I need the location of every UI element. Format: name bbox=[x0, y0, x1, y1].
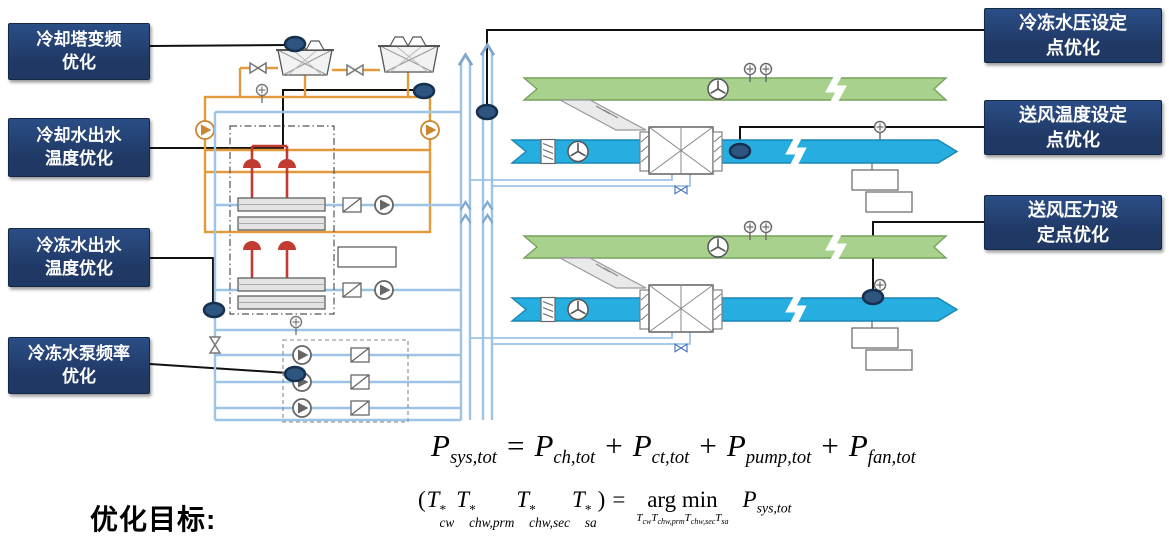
coil-valve-icon bbox=[674, 185, 688, 195]
condenser-temp-sensor bbox=[255, 83, 269, 104]
supply-fan-icon bbox=[567, 140, 589, 163]
callout-chw-pressure-setpoint: 冷冻水压设定 点优化 bbox=[984, 8, 1162, 63]
chiller-2 bbox=[237, 241, 326, 310]
argmin-operator: arg min Tcw Tchw,prm Tchw,sec Tsa bbox=[636, 487, 729, 527]
tower-valve-2 bbox=[346, 64, 364, 76]
marker-chw-pressure bbox=[475, 103, 499, 121]
marker-supply-air-pressure bbox=[861, 288, 885, 306]
objective-label: 优化目标: bbox=[90, 504, 217, 535]
check-valve-chw-1 bbox=[342, 197, 362, 213]
return-branch-duct bbox=[559, 99, 647, 131]
callout-connectors bbox=[149, 29, 985, 374]
marker-cooling-tower bbox=[283, 35, 307, 53]
duct-pressure-sensor-icon bbox=[873, 120, 887, 141]
condenser-pump-1 bbox=[195, 120, 215, 140]
callout-cooling-water-outlet-temp: 冷却水出水 温度优化 bbox=[8, 118, 150, 177]
objective-formula-argmin: ( T*cw T*chw,prm T*chw,sec T*sa ) = arg … bbox=[418, 487, 792, 530]
chilled-water-piping bbox=[213, 52, 494, 422]
callout-chilled-water-outlet-temp: 冷冻水出水 温度优化 bbox=[8, 228, 150, 287]
terminal-box bbox=[865, 191, 913, 213]
condenser-pump-2 bbox=[420, 120, 440, 140]
ahu-floor-unit bbox=[470, 62, 959, 213]
callout-supply-air-pressure-setpoint: 送风压力设 定点优化 bbox=[984, 195, 1162, 250]
primary-pump-1 bbox=[374, 195, 394, 215]
return-air-duct bbox=[522, 77, 948, 101]
primary-pump-2 bbox=[374, 280, 394, 300]
riser-flow-arrows bbox=[457, 43, 496, 225]
damper-icon bbox=[540, 138, 556, 165]
return-fan-icon bbox=[707, 78, 729, 100]
marker-chw-outlet-temp bbox=[202, 301, 226, 319]
marker-pump-frequency bbox=[283, 365, 307, 383]
marker-supply-air-temp bbox=[728, 142, 752, 160]
callout-supply-air-temp-setpoint: 送风温度设定 点优化 bbox=[984, 100, 1162, 155]
chiller-1 bbox=[237, 144, 326, 231]
check-valve-chw-2 bbox=[342, 282, 362, 298]
optimization-point-markers bbox=[202, 35, 885, 383]
tower-valve-1 bbox=[249, 62, 267, 74]
secondary-pump-group bbox=[209, 315, 409, 423]
terminal-box bbox=[851, 169, 899, 191]
formula-lhs: Psys,tot bbox=[431, 428, 497, 469]
header-tank bbox=[337, 246, 397, 268]
chiller-plant bbox=[229, 125, 397, 315]
cooling-tower-2 bbox=[378, 36, 440, 73]
callout-chilled-water-pump-freq: 冷冻水泵频率 优化 bbox=[8, 337, 150, 394]
callout-cooling-tower-vfd: 冷却塔变频 优化 bbox=[8, 23, 150, 80]
marker-cooling-water-temp bbox=[412, 82, 436, 100]
objective-formula-power: Psys,tot=Pch,tot+Pct,tot+Ppump,tot+Pfan,… bbox=[431, 428, 916, 469]
